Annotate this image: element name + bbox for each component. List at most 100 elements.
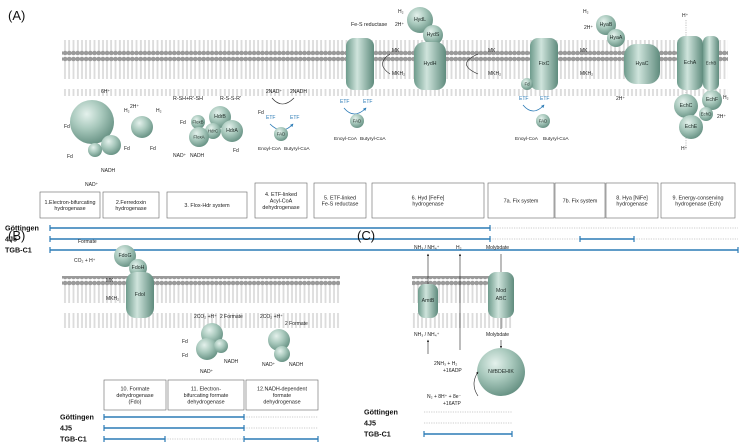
svg-text:ETF: ETF <box>340 99 349 105</box>
svg-text:2H⁺: 2H⁺ <box>717 114 726 120</box>
c-strain-label: TGB-C1 <box>364 430 391 439</box>
svg-text:+16ATP: +16ATP <box>443 401 461 407</box>
protein-nifbdehik: NifBDEHIK <box>488 369 514 375</box>
complex-11-bifurcating-fd: 2CO₂ +H⁺ 2 Formate Fd Fd NADH NAD⁺ <box>182 314 243 375</box>
svg-text:2H⁺: 2H⁺ <box>395 22 404 28</box>
svg-text:Butyryl-CoA: Butyryl-CoA <box>543 136 569 142</box>
b-strain-row-3: TGB-C1 <box>60 435 319 444</box>
box-a-4-line: Acyl-CoA <box>270 199 293 205</box>
svg-text:FAD: FAD <box>539 119 548 124</box>
protein-fdoi: FdoI <box>135 292 145 298</box>
protein-hyds: HydS <box>427 32 440 38</box>
svg-text:ETF: ETF <box>266 115 275 121</box>
box-b-3-line: formate <box>273 393 291 399</box>
svg-text:H₂: H₂ <box>583 9 589 15</box>
box-a-4-line: 4. ETF-linked <box>265 192 297 198</box>
svg-text:Fd: Fd <box>524 82 530 87</box>
svg-text:H₂: H₂ <box>124 108 130 114</box>
b-strain-label: 4J5 <box>60 424 72 433</box>
svg-text:Fd: Fd <box>182 353 188 359</box>
svg-text:2CO₂ +H⁺: 2CO₂ +H⁺ <box>260 314 283 320</box>
c-strain-row-1: Göttingen <box>364 408 512 417</box>
complex-10-fdo: FdoG FdoH FdoI Formate CO₂ + H⁺ MK MKH₂ <box>74 239 154 318</box>
svg-text:ETF: ETF <box>290 115 299 121</box>
svg-text:H₂: H₂ <box>398 9 404 15</box>
svg-text:NAD⁺: NAD⁺ <box>85 182 99 188</box>
box-a-1-line: 1.Electron-bifurcating <box>45 200 96 206</box>
c-strain-label: 4J5 <box>364 419 376 428</box>
complex-1: 6H⁺ H₂ Fd Fd NADH NAD⁺ <box>64 89 130 188</box>
protein-hyaa: HyaA <box>610 35 623 41</box>
protein-amtb: AmtB <box>422 298 435 304</box>
protein-echf: EchF <box>706 97 718 103</box>
complex-12-nadh-fd: 2CO₂ +H⁺ 2 Formate NAD⁺ NADH <box>260 314 308 368</box>
svg-text:NAD⁺: NAD⁺ <box>173 153 187 159</box>
protein-fixc: FixC <box>539 61 550 67</box>
svg-text:Fd: Fd <box>233 148 239 154</box>
box-b-2-line: dehydrogenase <box>187 399 224 405</box>
box-a-8: 7b. Fix system <box>554 182 606 219</box>
svg-text:MKH₂: MKH₂ <box>106 296 119 302</box>
protein-hdrc: HdrC <box>208 129 218 134</box>
svg-text:ABC: ABC <box>496 296 507 302</box>
svg-text:NH₃ / NH₄⁺: NH₃ / NH₄⁺ <box>414 245 440 251</box>
protein-fdog: FdoG <box>119 253 132 259</box>
svg-text:Fd: Fd <box>180 120 186 126</box>
box-a-5-line: 5. ETF-linked <box>324 195 356 201</box>
svg-text:Formate: Formate <box>78 239 97 245</box>
svg-text:2NAD⁺: 2NAD⁺ <box>266 89 282 95</box>
svg-text:Molybdate: Molybdate <box>486 332 509 338</box>
svg-text:MK: MK <box>392 48 400 54</box>
svg-text:Molybdate: Molybdate <box>486 245 509 251</box>
complex-6-hyd: HydL HydS HydH H₂ 2H⁺ MK MKH₂ <box>382 7 446 90</box>
svg-text:Fd: Fd <box>258 110 264 116</box>
complex-7-fix: MK MKH₂ FixC Fd ETF ETF FAD Enoyl-CoA Bu… <box>466 38 593 142</box>
svg-text:R-S-S-R': R-S-S-R' <box>220 96 241 102</box>
box-b-1-line: dehydrogenase <box>116 393 153 399</box>
b-strain-label: TGB-C1 <box>60 435 87 444</box>
protein-hyab: HyaB <box>600 22 613 28</box>
protein-floxa: FloxA <box>193 135 204 140</box>
membrane-a <box>62 40 728 96</box>
complex-9-ech: H⁺ EchA EchB EchC EchF EchD EchE H₂ 2H⁺ … <box>674 13 729 152</box>
svg-text:Enoyl-CoA: Enoyl-CoA <box>334 136 358 142</box>
box-a-9-line: hydrogenase <box>616 202 647 208</box>
protein-echa: EchA <box>684 60 697 66</box>
b-strain-row-2: 4J5 <box>60 424 318 433</box>
svg-text:FAD: FAD <box>277 132 286 137</box>
box-b-1-line: (Fdo) <box>129 399 142 405</box>
svg-text:Enoyl-CoA: Enoyl-CoA <box>515 136 539 142</box>
svg-text:NADH: NADH <box>190 153 205 159</box>
box-a-3-line: 3. Flox-Hdr system <box>184 203 230 209</box>
svg-text:H⁺: H⁺ <box>682 13 689 19</box>
box-a-9: 8. Hya [NiFe]hydrogenase <box>605 182 659 219</box>
protein-fdoh: FdoH <box>132 265 145 271</box>
box-a-4-line: dehydrogenase <box>262 205 299 211</box>
svg-text:ETF: ETF <box>519 96 528 102</box>
box-a-8-line: 7b. Fix system <box>563 199 598 205</box>
svg-text:H₂: H₂ <box>723 95 729 101</box>
a-strain-row-1: Göttingen <box>5 224 738 233</box>
box-b-3-line: 12.NADH-dependent <box>257 387 308 393</box>
svg-text:Fd: Fd <box>64 124 70 130</box>
panel-b-label: (B) <box>8 228 25 243</box>
box-a-1-line: hydrogenase <box>54 206 85 212</box>
box-a-7: 7a. Fix system <box>487 182 555 219</box>
complex-2: 2H⁺ H₂ Fd Fd <box>124 104 162 152</box>
protein-floxb: FloxB <box>192 120 203 125</box>
svg-text:MK: MK <box>580 48 588 54</box>
a-strain-label: TGB-C1 <box>5 246 32 255</box>
svg-text:NADH: NADH <box>289 362 304 368</box>
svg-text:2H⁺: 2H⁺ <box>616 96 625 102</box>
box-a-10-line: hydrogenase (Ech) <box>675 202 721 208</box>
b-strain-label: Göttingen <box>60 413 94 422</box>
